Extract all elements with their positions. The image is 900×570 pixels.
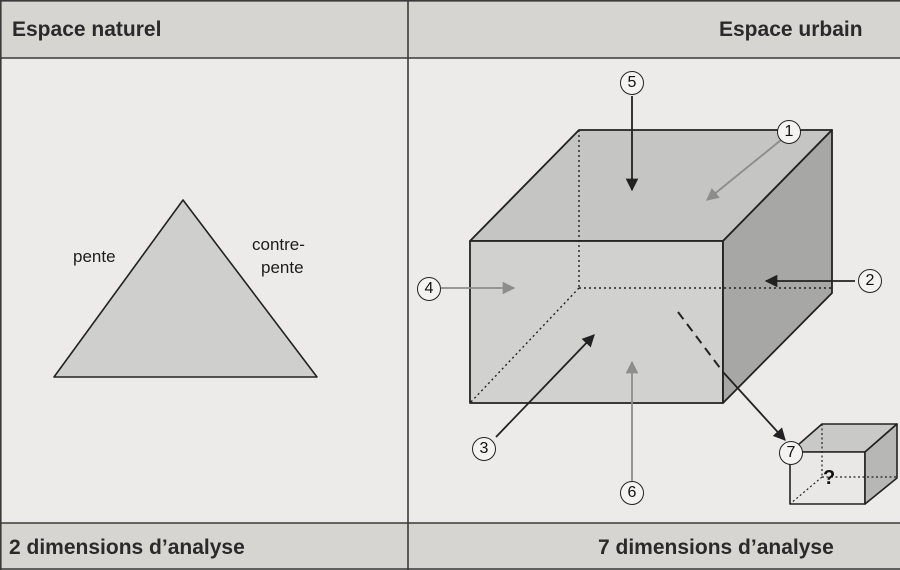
- small-cube-side: [864, 423, 898, 505]
- cube-hidden-edges: [469, 130, 832, 404]
- small-cube: [789, 423, 898, 505]
- natural-space-triangle: [53, 199, 318, 378]
- counter-slope-label-line1: contre-: [252, 235, 305, 254]
- dimension-arrows: [441, 96, 855, 481]
- small-cube-hidden-edges: [789, 424, 897, 505]
- dimension-marker-2: 2: [858, 269, 882, 293]
- footer-band: [0, 523, 900, 570]
- dimension-marker-7: 7: [779, 441, 803, 465]
- cube-side-face: [722, 129, 833, 404]
- dimension-marker-1: 1: [777, 120, 801, 144]
- header-band: [0, 0, 900, 58]
- urban-space-caption: 7 dimensions d’analyse: [598, 536, 834, 559]
- natural-space-title: Espace naturel: [12, 18, 162, 41]
- dimension-marker-4: 4: [417, 277, 441, 301]
- natural-space-caption: 2 dimensions d’analyse: [9, 536, 245, 559]
- urban-space-title: Espace urbain: [719, 18, 863, 41]
- counter-slope-label-line2: pente: [261, 258, 304, 277]
- arrow-3: [495, 334, 595, 438]
- dimension-marker-5: 5: [620, 71, 644, 95]
- urban-space-cube: [469, 129, 833, 404]
- arrow-1: [706, 139, 782, 201]
- cube-front-face: [469, 240, 724, 404]
- slope-label: pente: [73, 247, 116, 266]
- arrow-7: [722, 371, 786, 441]
- unknown-dimension-mark: ?: [823, 467, 836, 489]
- dimension-marker-6: 6: [620, 481, 644, 505]
- cube-dashed-diagonal: [677, 311, 724, 373]
- dimension-marker-3: 3: [472, 437, 496, 461]
